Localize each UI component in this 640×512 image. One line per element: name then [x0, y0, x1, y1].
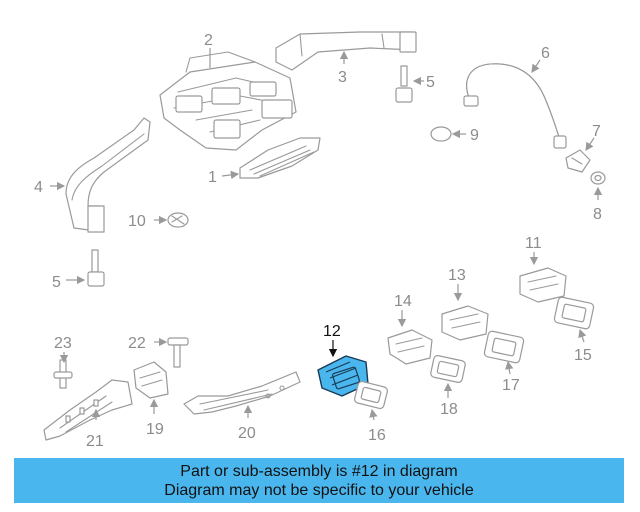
callout-5-upper: 5 — [426, 74, 435, 91]
callout-21: 21 — [86, 433, 104, 450]
part-17-bezel — [483, 330, 525, 364]
callout-13: 13 — [448, 267, 466, 284]
callout-8: 8 — [593, 206, 602, 223]
part-18-bezel — [430, 355, 466, 383]
part-8-grommet — [590, 171, 606, 185]
part-12-louvers — [325, 361, 359, 386]
callout-10: 10 — [128, 213, 146, 230]
part-10-grommet — [167, 212, 189, 228]
callout-12: 12 — [323, 323, 341, 340]
part-19-duct — [133, 361, 169, 399]
callout-20: 20 — [238, 425, 256, 442]
part-15-bezel — [553, 296, 595, 330]
callout-1: 1 — [208, 169, 217, 186]
callout-11: 11 — [525, 235, 542, 252]
callout-2: 2 — [204, 32, 213, 49]
callout-9: 9 — [470, 127, 479, 144]
part-20-long-duct — [183, 371, 301, 415]
callout-16: 16 — [368, 427, 386, 444]
callout-18: 18 — [440, 401, 458, 418]
callout-6: 6 — [541, 45, 550, 62]
part-12-opening — [332, 366, 360, 390]
callout-3: 3 — [338, 69, 347, 86]
part-4-side-duct — [65, 117, 151, 233]
callout-19: 19 — [146, 421, 164, 438]
part-6-hose — [463, 63, 567, 149]
callout-15: 15 — [574, 347, 592, 364]
part-1-vent-grille — [239, 137, 321, 179]
part-14-outlet — [387, 329, 433, 365]
leader-6 — [531, 59, 541, 73]
leader-15 — [578, 328, 587, 343]
part-22-clip — [167, 337, 189, 368]
part-3-upper-duct — [275, 31, 417, 71]
callout-17: 17 — [502, 377, 520, 394]
leader-1 — [221, 170, 240, 180]
part-9-seal — [430, 126, 452, 142]
callout-22: 22 — [128, 335, 146, 352]
part-21-rear-duct — [43, 379, 133, 441]
callout-7: 7 — [592, 123, 601, 140]
banner-line-1: Part or sub-assembly is #12 in diagram — [180, 462, 458, 480]
part-2-duct-assembly — [159, 51, 297, 151]
callout-14: 14 — [394, 293, 412, 310]
leader-16 — [369, 408, 378, 421]
part-7-connector — [565, 149, 591, 173]
info-banner: Part or sub-assembly is #12 in diagram D… — [14, 458, 624, 503]
part-13-outlet — [441, 305, 489, 341]
part-23-clip — [53, 359, 73, 389]
leader-7 — [585, 137, 595, 151]
callout-23: 23 — [54, 335, 72, 352]
callout-5-lower: 5 — [52, 274, 61, 291]
part-5-clip-lower — [87, 249, 105, 287]
leader-17 — [505, 360, 514, 375]
callout-4: 4 — [34, 179, 43, 196]
part-11-outlet — [519, 267, 567, 303]
part-5-clip-upper — [395, 65, 413, 103]
banner-line-2: Diagram may not be specific to your vehi… — [164, 481, 474, 499]
part-16-bezel — [354, 380, 388, 410]
